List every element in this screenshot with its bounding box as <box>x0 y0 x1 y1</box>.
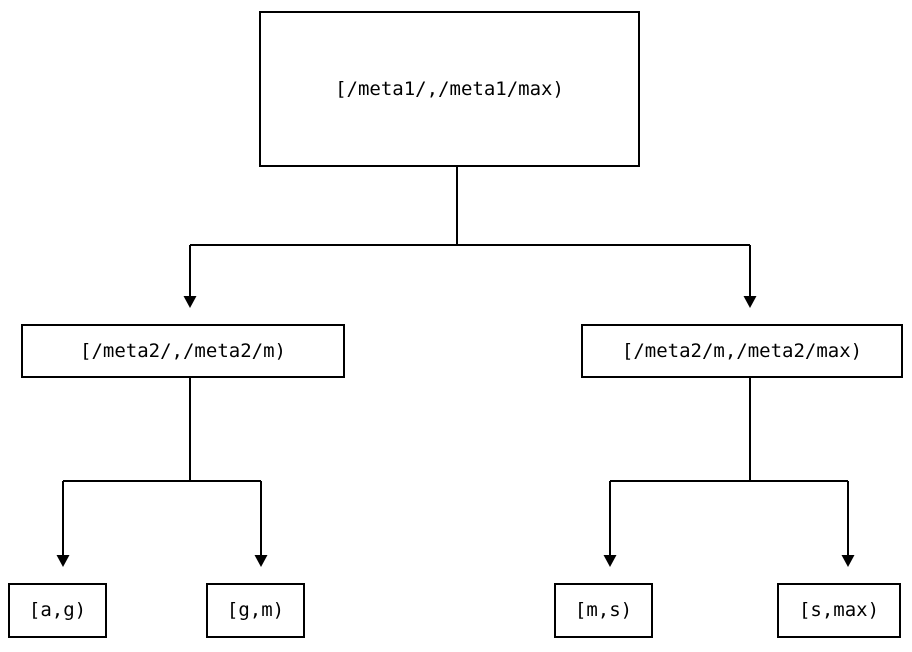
arrowhead-leaf1 <box>56 555 70 567</box>
node-leaf-g-m-label: [g,m) <box>226 599 285 622</box>
node-root[interactable]: [/meta1/,/meta1/max) <box>259 11 640 167</box>
edge-midleft-to-leaves <box>56 378 268 567</box>
arrowhead-leaf3 <box>603 555 617 567</box>
arrowhead-mid-left <box>183 296 197 308</box>
node-leaf-a-g[interactable]: [a,g) <box>8 583 107 638</box>
node-mid-left[interactable]: [/meta2/,/meta2/m) <box>21 324 345 378</box>
node-leaf-m-s-label: [m,s) <box>574 599 633 622</box>
node-leaf-a-g-label: [a,g) <box>28 599 87 622</box>
arrowhead-leaf2 <box>254 555 268 567</box>
node-mid-right-label: [/meta2/m,/meta2/max) <box>621 339 863 362</box>
node-mid-left-label: [/meta2/,/meta2/m) <box>80 339 286 362</box>
node-mid-right[interactable]: [/meta2/m,/meta2/max) <box>581 324 903 378</box>
node-leaf-m-s[interactable]: [m,s) <box>554 583 653 638</box>
node-leaf-s-max-label: [s,max) <box>798 599 880 622</box>
edge-root-to-level1 <box>183 167 757 308</box>
node-root-label: [/meta1/,/meta1/max) <box>335 77 564 100</box>
node-leaf-g-m[interactable]: [g,m) <box>206 583 305 638</box>
arrowhead-leaf4 <box>841 555 855 567</box>
edge-midright-to-leaves <box>603 378 855 567</box>
node-leaf-s-max[interactable]: [s,max) <box>777 583 901 638</box>
arrowhead-mid-right <box>743 296 757 308</box>
